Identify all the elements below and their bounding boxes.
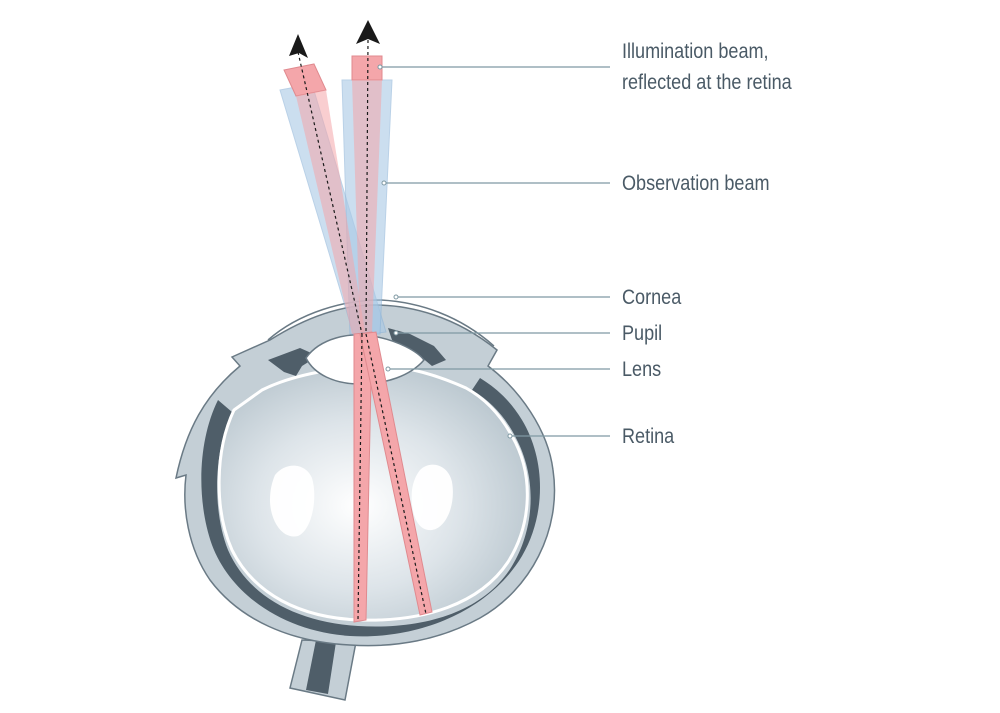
label-lens: Lens (622, 358, 662, 381)
leader-dots (377, 64, 513, 439)
label-observation: Observation beam (622, 172, 770, 195)
arrowhead-icon (289, 34, 308, 58)
beam-axes (297, 39, 427, 621)
optic-nerve (289, 639, 357, 701)
illumination-beam (283, 55, 433, 623)
leader-lines (380, 66, 610, 437)
arrowhead-icon (356, 20, 380, 44)
label-illumination-line2: reflected at the retina (622, 71, 792, 94)
label-cornea: Cornea (622, 286, 682, 309)
label-retina: Retina (622, 425, 675, 448)
label-illumination-line1: Illumination beam, (622, 40, 769, 63)
label-pupil: Pupil (622, 322, 663, 345)
